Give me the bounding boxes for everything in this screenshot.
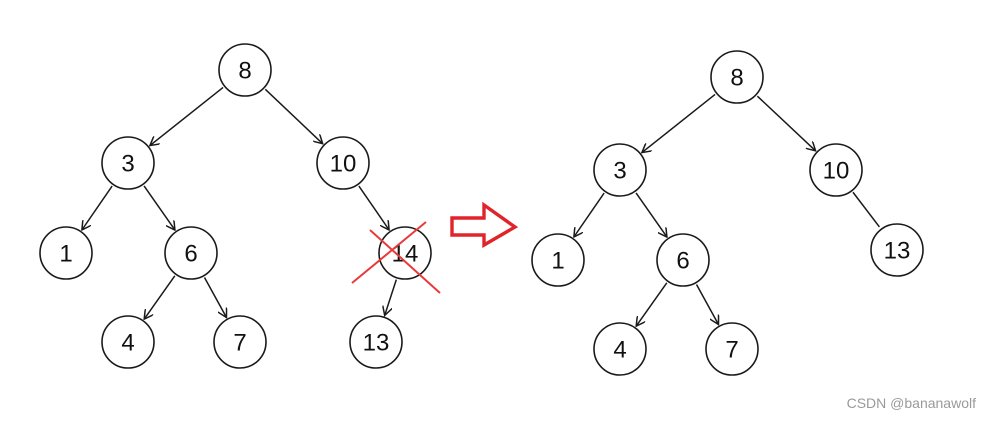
after-edge-a3-a6 (635, 192, 666, 236)
after-node-label: 4 (613, 337, 626, 364)
before-node-label: 3 (121, 151, 134, 178)
before-tree-nodes: 8 3 10 1 6 14 4 7 13 (39, 43, 432, 369)
before-node-6: 6 (164, 226, 218, 280)
after-tree-edges (574, 93, 881, 325)
after-node-circle (705, 322, 759, 376)
after-edge-a6-a4 (637, 282, 668, 325)
before-node-circle (101, 315, 155, 369)
after-edge-a8-a3 (643, 93, 716, 152)
before-edge-b3-b6 (143, 185, 174, 229)
before-node-8: 8 (218, 43, 272, 97)
after-edge-a8-a10 (756, 95, 814, 150)
before-edge-b10-b14 (358, 185, 389, 229)
before-node-14: 14 (378, 226, 432, 280)
after-node-circle (870, 223, 924, 277)
before-node-3: 3 (101, 136, 155, 190)
after-edge-a10-a13 (852, 191, 881, 228)
after-node-label: 13 (884, 238, 911, 265)
before-node-4: 4 (101, 315, 155, 369)
after-node-label: 1 (551, 248, 564, 275)
after-node-circle (593, 143, 647, 197)
after-node-6: 6 (656, 233, 710, 287)
before-node-label: 13 (363, 330, 390, 357)
before-node-label: 6 (184, 241, 197, 268)
after-node-3: 3 (593, 143, 647, 197)
before-edge-b8-b10 (264, 88, 322, 143)
before-node-7: 7 (213, 315, 267, 369)
after-node-circle (593, 322, 647, 376)
after-node-circle (656, 233, 710, 287)
before-edge-b3-b1 (82, 185, 113, 229)
before-node-10: 10 (316, 136, 370, 190)
before-node-1: 1 (39, 226, 93, 280)
after-node-13: 13 (870, 223, 924, 277)
before-node-circle (378, 226, 432, 280)
after-node-label: 6 (676, 248, 689, 275)
before-node-circle (349, 315, 403, 369)
after-node-label: 3 (613, 158, 626, 185)
before-node-label: 7 (233, 330, 246, 357)
before-edge-b6-b7 (203, 277, 227, 317)
before-tree: 8 3 10 1 6 14 4 7 13 (39, 43, 441, 369)
after-node-label: 7 (725, 337, 738, 364)
after-edge-a3-a1 (574, 192, 605, 236)
before-node-circle (218, 43, 272, 97)
after-node-1: 1 (531, 233, 585, 287)
before-node-label: 10 (330, 151, 357, 178)
before-node-label: 8 (238, 58, 251, 85)
watermark: CSDN @bananawolf (846, 395, 976, 411)
before-edge-b14-b13 (385, 279, 398, 315)
before-node-circle (316, 136, 370, 190)
after-edge-a6-a7 (695, 284, 719, 324)
after-node-4: 4 (593, 322, 647, 376)
after-node-8: 8 (710, 50, 764, 104)
after-node-circle (710, 50, 764, 104)
before-node-label: 4 (121, 330, 134, 357)
before-tree-edges (82, 86, 398, 318)
after-node-10: 10 (809, 143, 863, 197)
after-node-circle (531, 233, 585, 287)
before-edge-b6-b4 (145, 275, 176, 318)
transform-arrow (450, 201, 519, 248)
after-tree-nodes: 8 3 10 1 6 13 4 7 (531, 50, 924, 376)
before-node-circle (164, 226, 218, 280)
before-node-circle (39, 226, 93, 280)
deletion-cross-mark (351, 221, 441, 294)
after-tree: 8 3 10 1 6 13 4 7 (531, 50, 924, 376)
after-node-label: 10 (823, 158, 850, 185)
before-node-label: 1 (59, 241, 72, 268)
before-edge-b8-b3 (151, 86, 224, 145)
before-node-13: 13 (349, 315, 403, 369)
after-node-label: 8 (730, 65, 743, 92)
after-node-7: 7 (705, 322, 759, 376)
before-node-circle (101, 136, 155, 190)
after-node-circle (809, 143, 863, 197)
before-node-circle (213, 315, 267, 369)
